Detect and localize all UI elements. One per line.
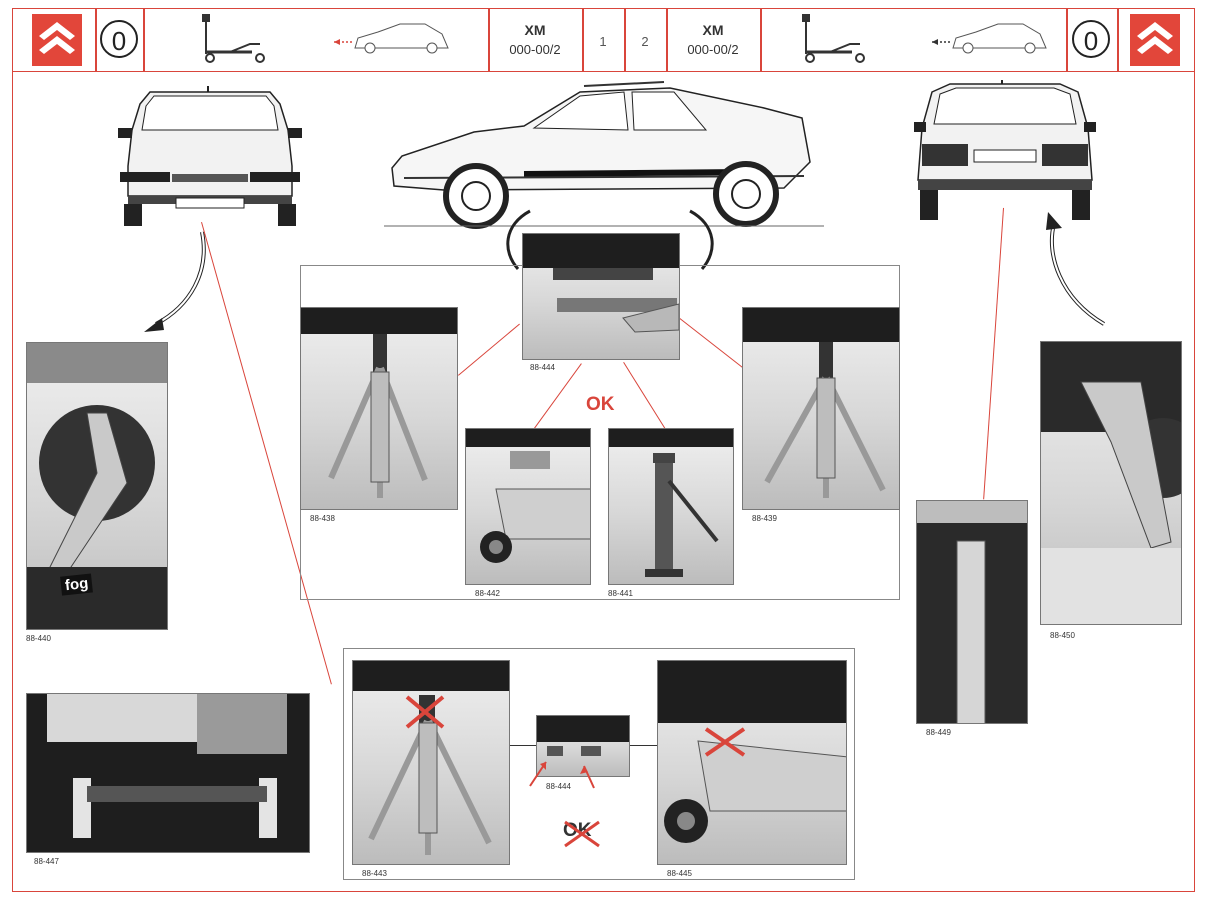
header-divider xyxy=(760,8,762,72)
header-bar xyxy=(12,8,1195,72)
not-ok-label-group: OK xyxy=(563,818,603,848)
figure-ref: 88-449 xyxy=(926,728,951,737)
pointer-arrow-icon xyxy=(506,209,714,270)
mark-zero-right: 0 xyxy=(1072,20,1110,58)
photo-88-439 xyxy=(742,307,900,510)
doc-code-right: 000-00/2 xyxy=(687,42,739,57)
car-towing-icon xyxy=(932,23,1047,54)
photo-88-441 xyxy=(608,428,734,585)
header-divider xyxy=(1117,8,1119,72)
not-ok-panel xyxy=(343,648,855,880)
photo-88-443 xyxy=(352,660,510,865)
car-rear-view xyxy=(914,80,1096,220)
photo-88-438 xyxy=(300,307,458,510)
red-arrow-icon xyxy=(529,761,595,789)
model-title-right: XM xyxy=(702,22,724,38)
fog-brand-label: fog xyxy=(60,573,94,596)
citroen-logo-icon xyxy=(1130,14,1180,66)
figure-ref: 88-441 xyxy=(608,589,633,598)
model-title-left: XM xyxy=(524,22,546,38)
photo-88-445 xyxy=(657,660,847,865)
photo-88-444-top xyxy=(522,233,680,360)
photo-88-444-bottom xyxy=(536,715,630,777)
trolley-jack-icon xyxy=(802,14,865,63)
photo-88-450 xyxy=(1040,341,1182,625)
pointer-arrow-icon xyxy=(1046,212,1106,326)
header-divider xyxy=(488,8,490,72)
header-divider xyxy=(582,8,584,72)
photo-88-449 xyxy=(916,500,1028,724)
figure-ref: 88-447 xyxy=(34,857,59,866)
header-divider xyxy=(666,8,668,72)
header-divider xyxy=(143,8,145,72)
figure-ref: 88-443 xyxy=(362,869,387,878)
photo-88-442 xyxy=(465,428,591,585)
connector-line xyxy=(630,745,657,746)
figure-ref: 88-445 xyxy=(667,869,692,878)
mark-zero-left: 0 xyxy=(100,20,138,58)
figure-ref: 88-450 xyxy=(1050,631,1075,640)
trolley-jack-icon xyxy=(202,14,265,63)
header-divider xyxy=(1066,8,1068,72)
figure-ref: 88-440 xyxy=(26,634,51,643)
car-towing-icon xyxy=(334,23,449,54)
figure-ref: 88-442 xyxy=(475,589,500,598)
page-number-right: 2 xyxy=(641,34,649,49)
header-divider xyxy=(95,8,97,72)
doc-code-left: 000-00/2 xyxy=(509,42,561,57)
car-side-view xyxy=(384,81,824,229)
citroen-logo-icon xyxy=(32,14,82,66)
page-frame xyxy=(12,8,1195,892)
ok-label: OK xyxy=(586,394,615,415)
photo-88-440: fog xyxy=(26,342,168,630)
figure-ref: 88-444 xyxy=(530,363,555,372)
figure-ref: 88-438 xyxy=(310,514,335,523)
connector-line xyxy=(510,745,536,746)
figure-ref: 88-444 xyxy=(546,782,571,791)
page-number-left: 1 xyxy=(599,34,607,49)
header-divider xyxy=(624,8,626,72)
photo-88-447 xyxy=(26,693,310,853)
car-front-view xyxy=(118,86,302,226)
figure-ref: 88-439 xyxy=(752,514,777,523)
pointer-arrow-icon xyxy=(144,231,206,332)
